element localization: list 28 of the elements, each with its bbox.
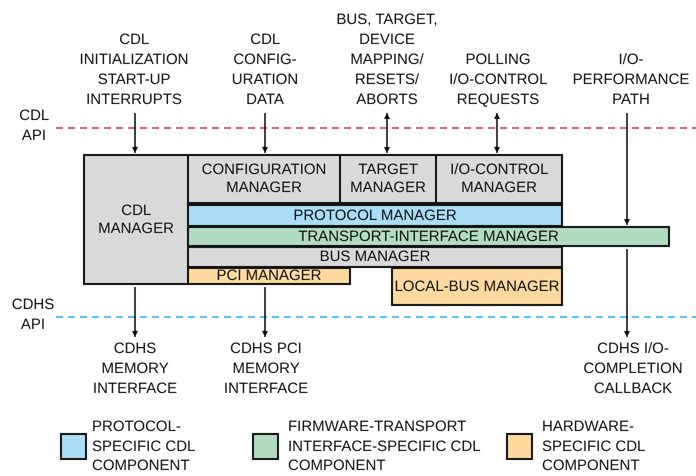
api-label: CDHS API [10, 295, 56, 335]
arrow [132, 287, 138, 337]
interface-label: CDHS PCI MEMORY INTERFACE [218, 338, 314, 400]
manager-box: I/O-CONTROL MANAGER [435, 154, 563, 204]
interface-label: CDL INITIALIZATION START-UP INTERRUPTS [70, 29, 198, 111]
api-label: CDL API [18, 106, 50, 146]
arrow [132, 113, 138, 153]
legend-text: FIRMWARE-TRANSPORT INTERFACE-SPECIFIC CDL COMPONENT [288, 417, 482, 476]
arrow [262, 113, 268, 153]
interface-label: CDHS I/O- COMPLETION CALLBACK [574, 338, 692, 400]
bus-layer-bar: BUS MANAGER [187, 246, 563, 268]
hardware-manager-box: LOCAL-BUS MANAGER [391, 267, 563, 306]
protocol-layer-bar: PROTOCOL MANAGER [187, 204, 563, 227]
arrow [624, 113, 630, 225]
double-arrow [494, 113, 500, 153]
arrow [262, 287, 268, 337]
interface-label: CDL CONFIG- URATION DATA [222, 29, 308, 111]
interface-label: I/O- PERFORMANCE PATH [566, 49, 696, 111]
double-arrow [384, 113, 390, 153]
manager-box: CONFIGURATION MANAGER [187, 154, 341, 204]
transport-layer-bar: TRANSPORT-INTERFACE MANAGER [187, 226, 670, 247]
interface-label: CDHS MEMORY INTERFACE [88, 338, 182, 400]
arrow [624, 249, 630, 337]
legend-text: HARDWARE- SPECIFIC CDL COMPONENT [542, 417, 646, 476]
manager-box: TARGET MANAGER [339, 154, 437, 204]
manager-box: CDL MANAGER [83, 154, 189, 285]
hardware-manager-box: PCI MANAGER [187, 267, 351, 285]
legend-text: PROTOCOL- SPECIFIC CDL COMPONENT [92, 417, 196, 476]
